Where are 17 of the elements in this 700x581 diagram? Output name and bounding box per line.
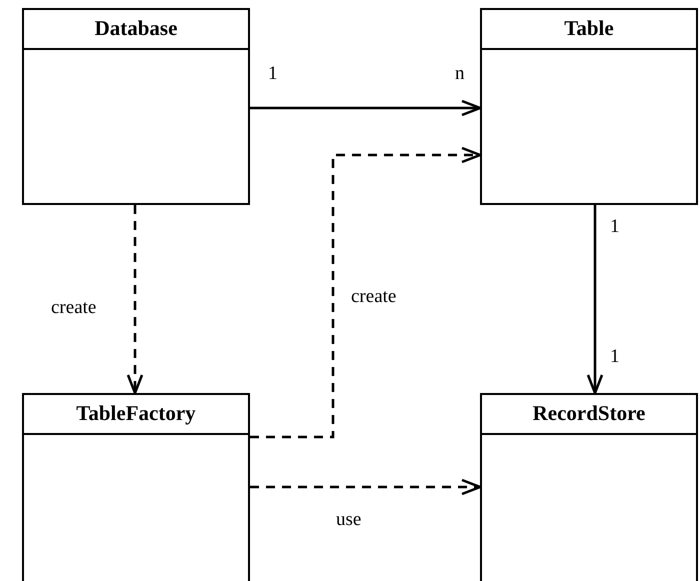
class-box xyxy=(22,393,250,581)
multiplicity-label: 1 xyxy=(610,215,620,239)
arrow xyxy=(250,100,482,116)
class-box xyxy=(22,8,250,205)
dashed-arrow xyxy=(250,478,482,496)
class-name: Table xyxy=(564,15,614,42)
class-name: Database xyxy=(94,15,178,42)
class-box xyxy=(480,393,698,581)
class-name: TableFactory xyxy=(76,400,196,428)
multiplicity-label: 1 xyxy=(268,62,278,86)
class-box xyxy=(480,8,698,205)
dashed-arrow xyxy=(250,146,482,438)
multiplicity-label: 1 xyxy=(610,345,620,369)
arrow xyxy=(586,205,604,394)
dashed-arrow xyxy=(126,205,144,394)
multiplicity-label: n xyxy=(455,62,464,86)
class-name: RecordStore xyxy=(532,400,646,428)
